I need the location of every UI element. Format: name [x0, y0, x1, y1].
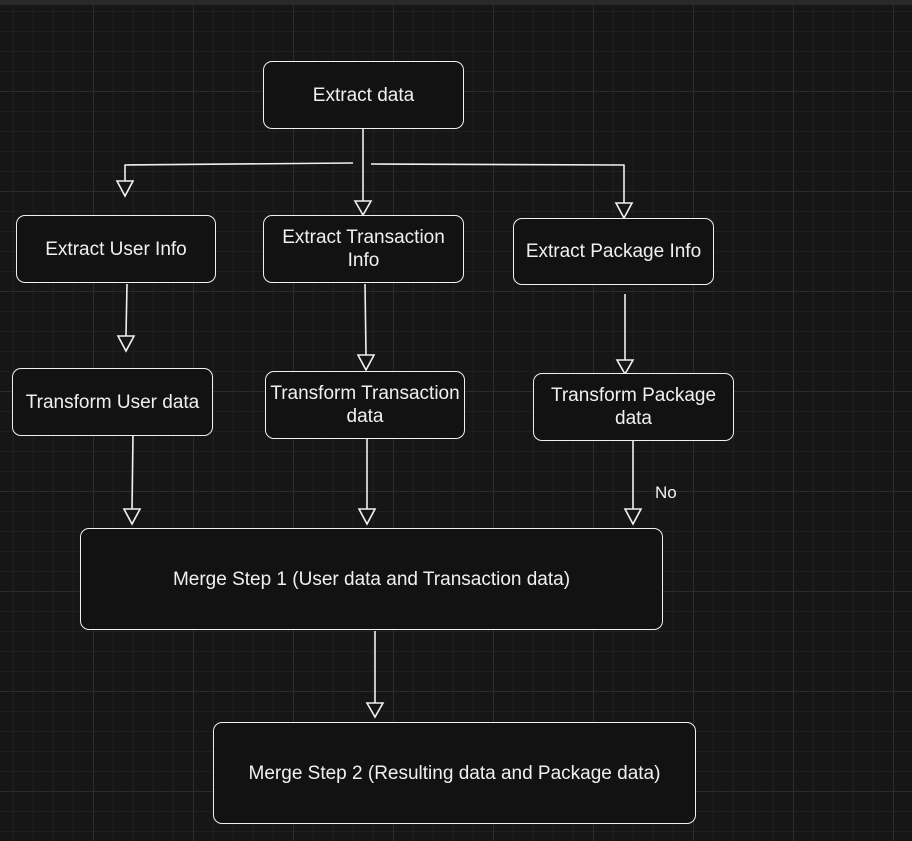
arrowhead-transaction-merge1 [357, 508, 377, 526]
arrowhead-user-transform [116, 335, 136, 353]
arrowhead-transaction-extract [353, 200, 373, 217]
connector-user-transform-to-merge1[interactable] [131, 433, 134, 510]
node-transform-user-data[interactable]: Transform User data [12, 368, 213, 436]
connector-user-extract-to-transform[interactable] [125, 283, 128, 337]
arrowhead-package-merge1 [623, 508, 643, 526]
connector-extract-to-package[interactable] [370, 163, 625, 203]
node-extract-package-info[interactable]: Extract Package Info [513, 218, 714, 285]
node-extract-data[interactable]: Extract data [263, 61, 464, 129]
node-transform-package-data[interactable]: Transform Package data [533, 373, 734, 441]
node-transform-transaction-data[interactable]: Transform Transaction data [265, 371, 465, 439]
arrowhead-user-extract [115, 180, 135, 198]
arrowhead-package-extract [614, 202, 634, 220]
node-merge-step-2[interactable]: Merge Step 2 (Resulting data and Package… [213, 722, 696, 824]
edge-label-no: No [655, 483, 677, 502]
node-extract-user-info[interactable]: Extract User Info [16, 215, 216, 283]
node-extract-transaction-info[interactable]: Extract Transaction Info [263, 215, 464, 283]
canvas-top-border [0, 0, 912, 5]
arrowhead-user-merge1 [122, 508, 142, 526]
node-merge-step-1[interactable]: Merge Step 1 (User data and Transaction … [80, 528, 663, 630]
arrowhead-package-transform [615, 359, 635, 376]
arrowhead-merge2 [365, 702, 385, 719]
arrowhead-transaction-transform [356, 354, 376, 372]
connector-transaction-extract-to-transform[interactable] [364, 283, 367, 356]
connector-extract-to-user[interactable] [124, 162, 354, 181]
